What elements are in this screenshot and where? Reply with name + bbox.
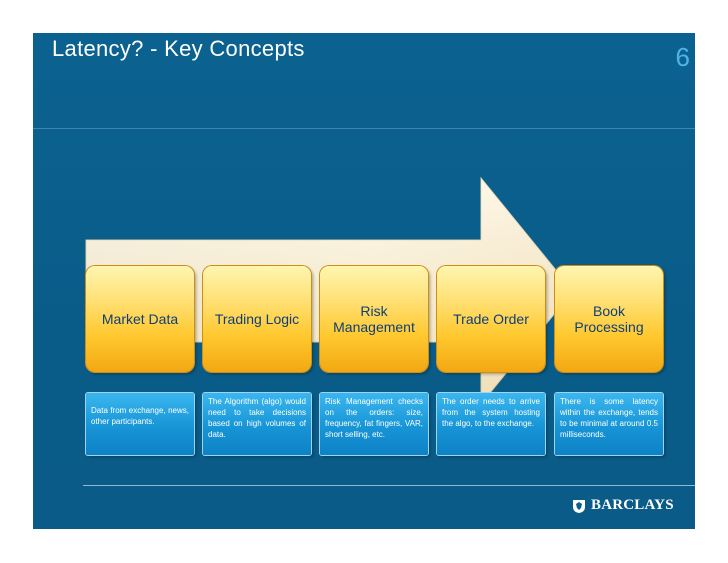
eagle-icon [573, 499, 585, 513]
barclays-logo: BARCLAYS [571, 497, 674, 514]
description-book-processing: There is some latency within the exchang… [555, 393, 663, 455]
concept-risk-management: Risk Management [320, 266, 428, 372]
description-risk-management: Risk Management checks on the orders: si… [320, 393, 428, 455]
description-trading-logic: The Algorithm (algo) would need to take … [203, 393, 311, 455]
bottom-divider [83, 485, 695, 486]
concept-trading-logic: Trading Logic [203, 266, 311, 372]
logo-text: BARCLAYS [591, 497, 674, 513]
concept-trade-order: Trade Order [437, 266, 545, 372]
top-divider [33, 128, 695, 129]
concept-book-processing: Book Processing [555, 266, 663, 372]
description-market-data: Data from exchange, news, other particip… [86, 393, 194, 455]
page-number: 6 [675, 42, 690, 72]
concept-market-data: Market Data [86, 266, 194, 372]
description-trade-order: The order needs to arrive from the syste… [437, 393, 545, 455]
page-title: Latency? - Key Concepts [52, 36, 305, 61]
slide: Market Data Trading Logic Risk Managemen… [33, 33, 695, 529]
